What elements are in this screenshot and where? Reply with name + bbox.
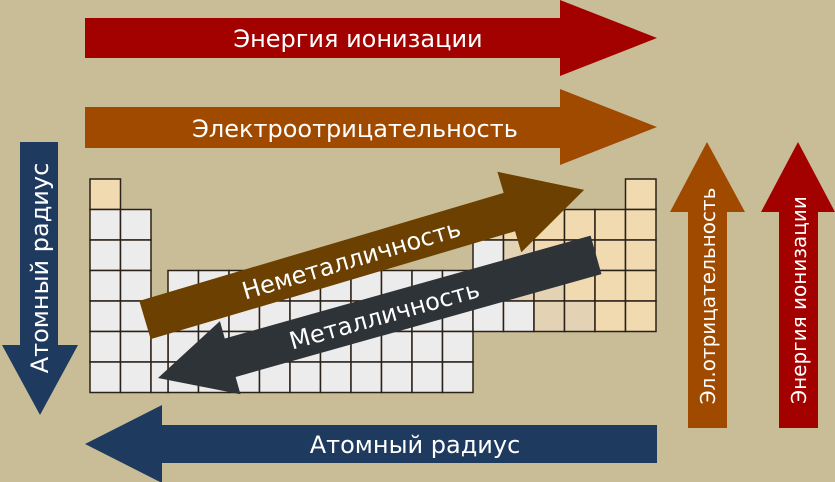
atomic-radius-left-label: Атомный радиус: [26, 163, 54, 374]
element-cell: [441, 361, 474, 394]
element-cell: [319, 361, 352, 394]
atomic-radius-left-shape: [85, 405, 657, 482]
electronegativity-up-shape: [670, 142, 745, 428]
element-cell: [380, 361, 413, 394]
electronegativity-arrow-shape: [85, 89, 657, 165]
ionization-up-shape: [761, 142, 835, 428]
element-cell: [380, 330, 413, 363]
element-cell: [89, 300, 122, 333]
element-cell: [624, 178, 657, 211]
periodic-table-grid: [89, 178, 657, 394]
electronegativity-arrow-up: Эл.отрицательность: [670, 142, 745, 428]
element-cell: [350, 361, 383, 394]
ionization-arrow-label: Энергия ионизации: [233, 25, 482, 53]
element-cell: [119, 269, 152, 302]
atomic-radius-bottom-label: Атомный радиус: [310, 431, 521, 459]
element-cell: [89, 208, 122, 241]
atomic-radius-arrow-left: Атомный радиус: [85, 405, 657, 482]
electronegativity-arrow-right: Электроотрицательность: [85, 89, 657, 165]
element-cell: [89, 269, 122, 302]
element-cell: [411, 361, 444, 394]
element-cell: [563, 208, 596, 241]
ionization-energy-arrow-up: Энергия ионизации: [761, 142, 835, 428]
element-cell: [624, 239, 657, 272]
element-cell: [624, 208, 657, 241]
nonmetallic-arrow-shape: [139, 171, 585, 340]
element-cell: [533, 300, 566, 333]
element-cell: [624, 300, 657, 333]
element-cell: [89, 178, 122, 211]
atomic-radius-arrow-down: Атомный радиус: [2, 142, 78, 415]
element-cell: [89, 239, 122, 272]
element-cell: [119, 361, 152, 394]
atomic-radius-down-shape: [2, 142, 78, 415]
element-cell: [441, 330, 474, 363]
element-cell: [289, 361, 322, 394]
electronegativity-right-label: Эл.отрицательность: [696, 188, 720, 405]
metallic-arrow-shape: [158, 235, 602, 395]
element-cell: [624, 269, 657, 302]
element-cell: [563, 300, 596, 333]
element-cell: [119, 239, 152, 272]
element-cell: [89, 330, 122, 363]
element-cell: [594, 269, 627, 302]
ionization-energy-arrow-right: Энергия ионизации: [85, 0, 657, 76]
element-cell: [502, 300, 535, 333]
element-cell: [119, 330, 152, 363]
electronegativity-arrow-label: Электроотрицательность: [192, 115, 518, 143]
element-cell: [594, 239, 627, 272]
element-cell: [89, 361, 122, 394]
ionization-arrow-shape: [85, 0, 657, 76]
element-cell: [119, 208, 152, 241]
element-cell: [594, 208, 627, 241]
element-cell: [411, 330, 444, 363]
ionization-right-label: Энергия ионизации: [787, 196, 811, 404]
element-cell: [594, 300, 627, 333]
